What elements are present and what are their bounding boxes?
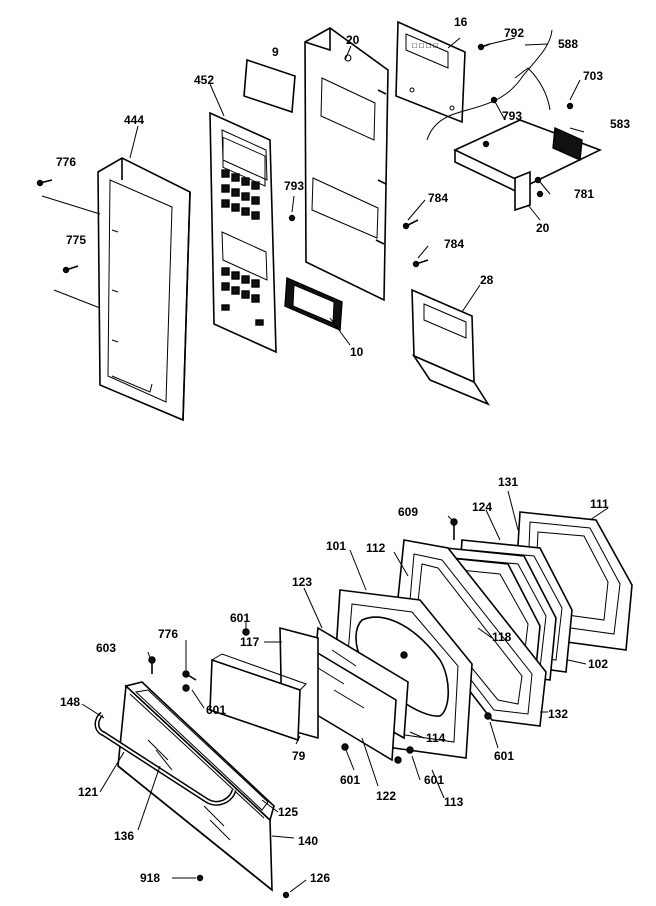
part-label-136: 136 xyxy=(114,829,134,843)
part-label-117: 117 xyxy=(240,635,260,649)
part-label-588: 588 xyxy=(558,37,578,51)
part-label-114: 114 xyxy=(426,731,446,745)
leader-lines-upper xyxy=(41,37,585,346)
part-label-9: 9 xyxy=(272,45,279,59)
part-label-793: 793 xyxy=(502,109,522,123)
control-panel-assembly: □ □ □ □ xyxy=(36,20,603,422)
part-label-601: 601 xyxy=(206,703,226,717)
part-label-123: 123 xyxy=(292,575,312,589)
part-label-601: 601 xyxy=(494,749,514,763)
part-label-20: 20 xyxy=(536,221,550,235)
part-label-776: 776 xyxy=(158,627,178,641)
door-handle-148 xyxy=(94,711,237,806)
part-label-781: 781 xyxy=(574,187,594,201)
svg-text:□ □ □ □: □ □ □ □ xyxy=(412,41,438,50)
label-card-9 xyxy=(243,58,296,114)
part-label-452: 452 xyxy=(194,73,214,87)
part-label-101: 101 xyxy=(326,539,346,553)
part-label-776: 776 xyxy=(56,155,76,169)
part-label-79: 79 xyxy=(292,749,306,763)
part-label-703: 703 xyxy=(583,69,603,83)
faceplate-452 xyxy=(209,111,277,354)
part-label-132: 132 xyxy=(548,707,568,721)
part-label-124: 124 xyxy=(472,500,492,514)
keypad-lower xyxy=(221,267,264,326)
part-label-16: 16 xyxy=(454,15,468,29)
part-label-918: 918 xyxy=(140,871,160,885)
part-label-118: 118 xyxy=(492,630,512,644)
part-label-583: 583 xyxy=(610,117,630,131)
wire-harness-588 xyxy=(426,29,553,141)
part-label-601: 601 xyxy=(230,611,250,625)
part-label-444: 444 xyxy=(124,113,144,127)
display-board-16: □ □ □ □ xyxy=(395,20,466,124)
control-housing-20 xyxy=(304,27,389,302)
part-label-125: 125 xyxy=(278,805,298,819)
part-label-113: 113 xyxy=(444,795,464,809)
circuit-board-28 xyxy=(411,288,491,406)
part-label-131: 131 xyxy=(498,475,518,489)
part-number-labels: 9 20 16 792 588 452 444 776 793 703 793 … xyxy=(56,15,630,885)
frame-444 xyxy=(97,157,191,422)
part-label-148: 148 xyxy=(60,695,80,709)
fasteners-upper xyxy=(36,43,574,274)
leader-lines-lower xyxy=(81,490,609,893)
part-label-793: 793 xyxy=(284,179,304,193)
part-label-126: 126 xyxy=(310,871,330,885)
part-label-121: 121 xyxy=(78,785,98,799)
part-label-140: 140 xyxy=(298,834,318,848)
part-label-601: 601 xyxy=(424,773,444,787)
part-label-784: 784 xyxy=(428,191,448,205)
part-label-10: 10 xyxy=(350,345,364,359)
keypad-upper xyxy=(221,169,260,220)
part-label-20: 20 xyxy=(346,33,360,47)
part-label-775: 775 xyxy=(66,233,86,247)
part-label-609: 609 xyxy=(398,505,418,519)
door-assembly xyxy=(81,490,633,899)
part-label-122: 122 xyxy=(376,789,396,803)
part-label-112: 112 xyxy=(366,541,386,555)
window-gasket-10 xyxy=(284,276,343,332)
part-label-784: 784 xyxy=(444,237,464,251)
part-label-111: 111 xyxy=(590,497,609,511)
part-label-601: 601 xyxy=(340,773,360,787)
transformer-bracket-583 xyxy=(453,119,603,212)
outer-door-121 xyxy=(117,681,275,892)
part-label-603: 603 xyxy=(96,641,116,655)
part-label-102: 102 xyxy=(588,657,608,671)
part-label-792: 792 xyxy=(504,26,524,40)
part-label-28: 28 xyxy=(480,273,494,287)
